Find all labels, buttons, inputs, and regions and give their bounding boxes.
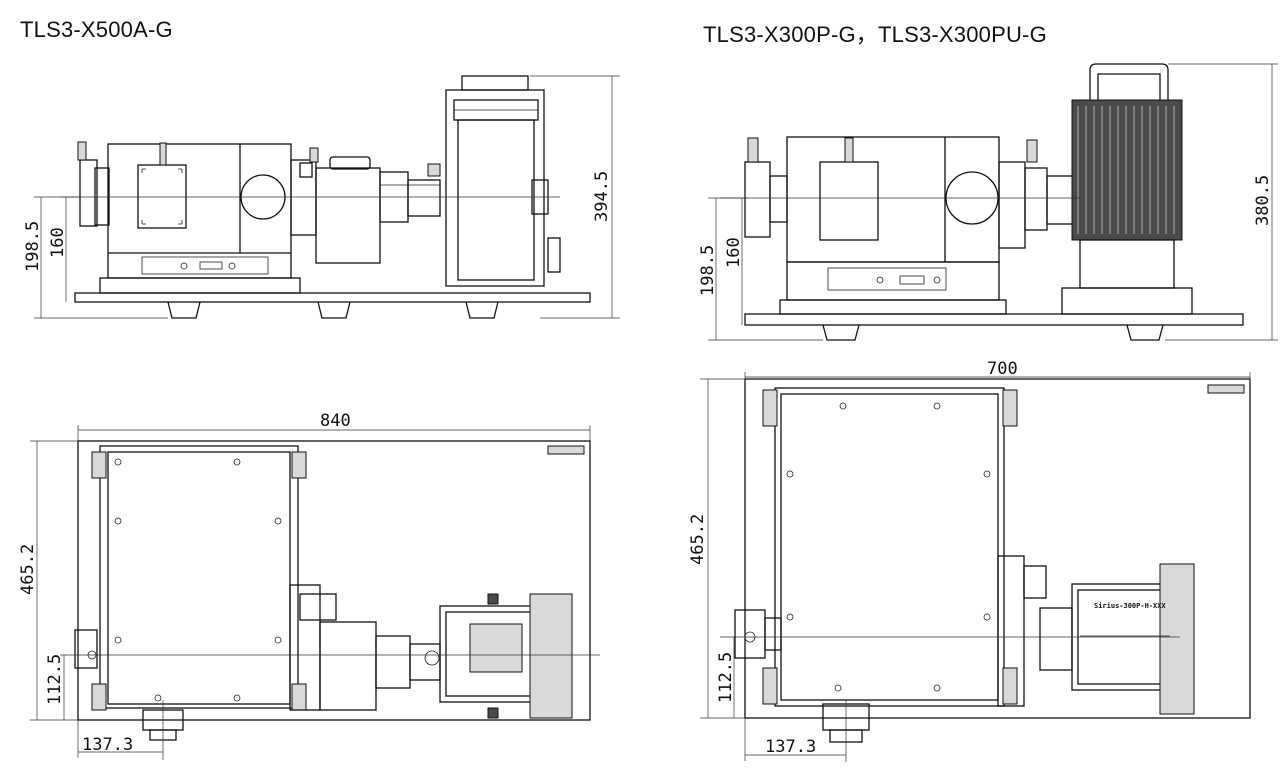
model-title-left: TLS3-X500A-G: [20, 17, 173, 42]
dim-height-total-right: 380.5: [1253, 175, 1273, 226]
model-title-right: TLS3-X300P-G，TLS3-X300PU-G: [703, 22, 1047, 47]
dim-width-left: 840: [320, 411, 351, 431]
dim-depth-left: 465.2: [18, 544, 38, 595]
right-side-view: 380.5 198.5 160: [698, 63, 1278, 341]
left-side-view: 394.5 198.5 160: [23, 75, 620, 319]
dim-height-axis-left: 198.5: [23, 221, 43, 272]
housing-plate-label: Sirius-300P-H-XXX: [1094, 602, 1166, 610]
dim-offset-y-right: 112.5: [716, 652, 736, 703]
dim-height-total-left: 394.5: [592, 171, 612, 222]
dim-height-inner-right: 160: [724, 237, 744, 268]
left-top-view: 840: [18, 411, 600, 760]
dim-width-right: 700: [987, 359, 1018, 379]
dim-offset-x-right: 137.3: [765, 737, 816, 757]
dim-depth-right: 465.2: [688, 514, 708, 565]
dim-height-inner-left: 160: [48, 227, 68, 258]
dim-offset-x-left: 137.3: [82, 735, 133, 755]
right-top-view: 700 Sirius-300P-H-XXX: [688, 359, 1251, 762]
dim-height-axis-right: 198.5: [698, 245, 718, 296]
dim-offset-y-left: 112.5: [45, 654, 65, 705]
cooling-fins: [1077, 106, 1175, 234]
